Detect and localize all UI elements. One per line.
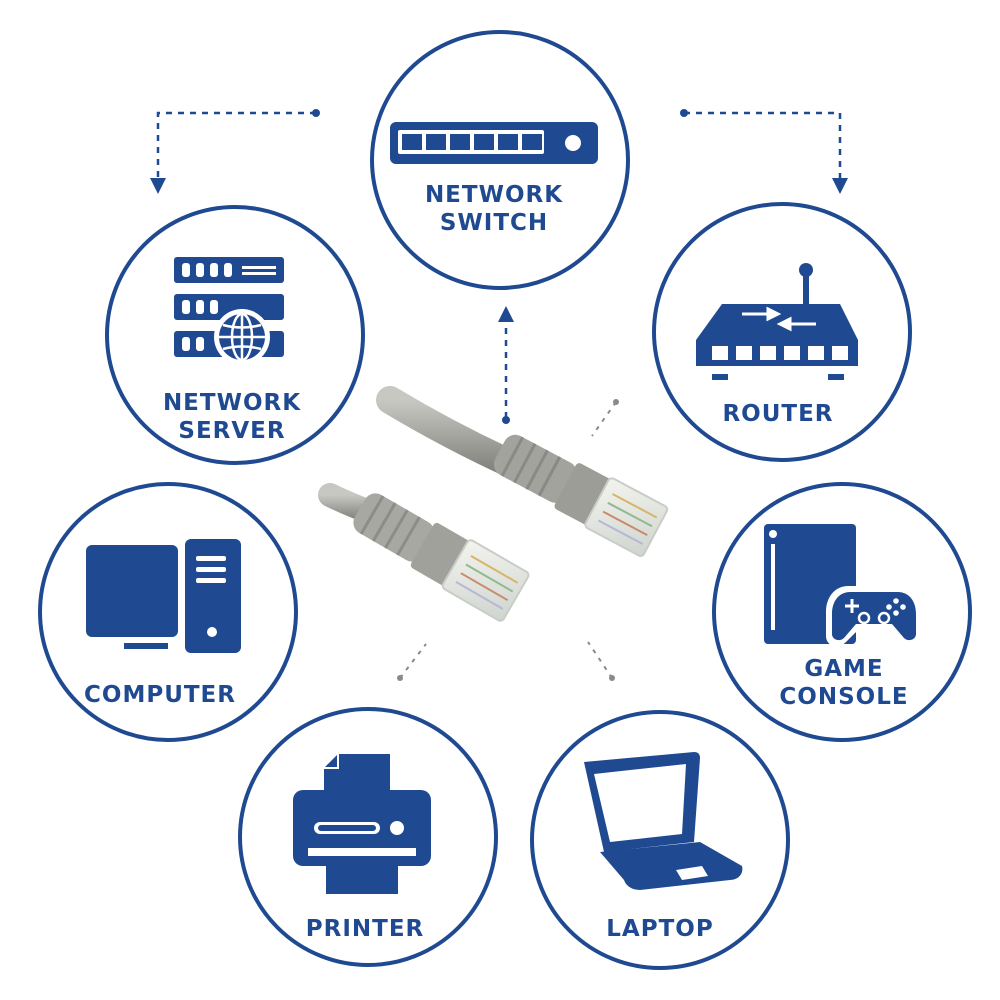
node-computer: COMPUTER (38, 482, 298, 742)
network-switch-label-line2: SWITCH (440, 210, 548, 236)
computer-label: COMPUTER (84, 682, 236, 708)
node-game-console: GAME CONSOLE (712, 482, 972, 742)
node-network-server: NETWORK SERVER (105, 205, 365, 465)
node-printer: PRINTER (238, 707, 498, 967)
node-router: ROUTER (652, 202, 912, 462)
game-console-icon (764, 524, 922, 647)
laptop-icon (584, 752, 743, 890)
router-label: ROUTER (722, 401, 833, 427)
game-console-label-line1: GAME (804, 656, 883, 682)
laptop-label: LAPTOP (606, 916, 713, 942)
router-icon (696, 263, 858, 380)
ethernet-cable-image (318, 386, 669, 622)
network-server-label-line2: SERVER (178, 418, 285, 444)
network-switch-label-line1: NETWORK (425, 182, 563, 208)
node-laptop: LAPTOP (530, 710, 790, 970)
connector-switch-to-router (680, 109, 848, 194)
connector-switch-to-server (150, 109, 320, 194)
printer-label: PRINTER (306, 916, 425, 942)
connector-cable-to-switch (498, 306, 514, 424)
game-console-label-line2: CONSOLE (779, 684, 908, 710)
desktop-computer-icon (86, 539, 241, 653)
printer-icon (293, 754, 431, 894)
network-switch-icon (390, 122, 598, 164)
server-rack-globe-icon (174, 257, 284, 365)
network-server-label-line1: NETWORK (163, 390, 301, 416)
node-network-switch: NETWORK SWITCH (370, 30, 630, 290)
